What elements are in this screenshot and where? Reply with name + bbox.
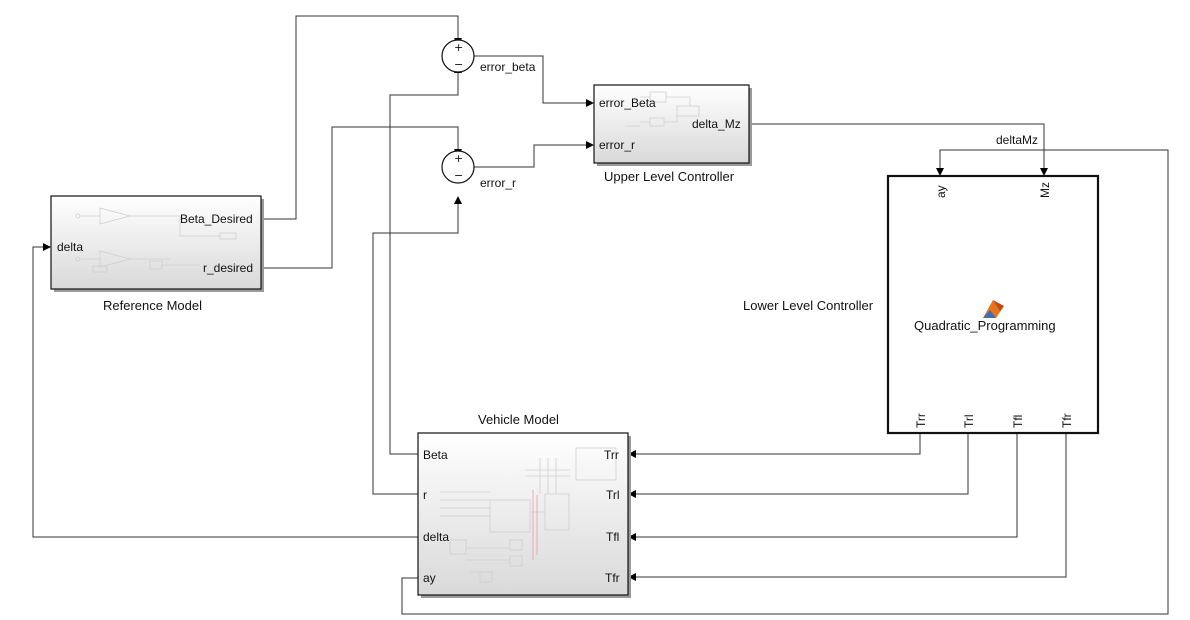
lower-controller-port-ay: ay <box>934 185 948 198</box>
reference-model-port-delta: delta <box>57 240 83 254</box>
lower-level-controller-block[interactable]: ay Mz Quadratic_Programming Trr Trl Tfl … <box>886 174 1100 435</box>
wire-beta-desired[interactable] <box>262 15 459 220</box>
vehicle-model-port-tfr: Tfr <box>605 571 620 585</box>
reference-model-port-r-desired: r_desired <box>203 261 253 275</box>
vehicle-model-port-beta: Beta <box>423 448 448 462</box>
vehicle-model-port-delta: delta <box>423 530 449 544</box>
upper-controller-internal-preview <box>626 91 700 127</box>
wire-error-r[interactable] <box>474 144 586 168</box>
lower-controller-port-tfl: Tfl <box>1011 415 1025 428</box>
wire-vehicle-delta[interactable] <box>32 246 418 538</box>
lower-controller-port-trr: Trr <box>914 413 928 428</box>
matlab-logo-icon <box>983 300 1004 318</box>
wire-tfr[interactable] <box>636 433 1067 578</box>
lower-controller-port-mz: Mz <box>1038 182 1052 198</box>
wire-delta-mz[interactable] <box>752 123 1045 168</box>
reference-model-port-beta-desired: Beta_Desired <box>180 212 253 226</box>
wire-tfl[interactable] <box>636 433 1018 538</box>
wire-trl[interactable] <box>636 433 969 495</box>
wire-r-desired[interactable] <box>262 126 459 269</box>
reference-model-title: Reference Model <box>103 298 202 313</box>
lower-controller-function-name: Quadratic_Programming <box>914 318 1056 333</box>
vehicle-model-port-ay: ay <box>423 571 436 585</box>
vehicle-model-block[interactable]: Beta r delta ay Trr Trl Tfl Tfr <box>417 432 631 598</box>
sum-beta-plus: + <box>454 41 463 54</box>
sum-beta-minus: − <box>454 58 463 71</box>
sum-r-minus: − <box>454 169 463 182</box>
reference-model-internal-preview <box>75 207 237 273</box>
wire-vehicle-r[interactable] <box>372 204 459 495</box>
upper-controller-port-delta-mz: delta_Mz <box>692 117 741 131</box>
vehicle-model-port-r: r <box>423 488 427 502</box>
lower-controller-port-tfr: Tfr <box>1060 413 1074 428</box>
signal-label-delta-mz: deltaMz <box>996 133 1038 147</box>
upper-controller-port-error-r: error_r <box>599 138 635 152</box>
sum-block-beta[interactable]: + − <box>441 39 475 73</box>
vehicle-model-internal-preview <box>440 447 617 583</box>
signal-label-error-beta: error_beta <box>480 60 536 74</box>
reference-model-block[interactable]: delta Beta_Desired r_desired <box>50 195 264 292</box>
lower-controller-title: Lower Level Controller <box>743 298 874 313</box>
upper-controller-port-error-beta: error_Beta <box>599 96 656 110</box>
wire-vehicle-ay[interactable] <box>401 149 1169 615</box>
signal-label-error-r: error_r <box>480 176 516 190</box>
wire-trr[interactable] <box>636 433 921 455</box>
upper-controller-title: Upper Level Controller <box>604 169 735 184</box>
vehicle-model-port-trl: Trl <box>606 488 620 502</box>
wire-error-beta[interactable] <box>474 55 586 104</box>
vehicle-model-title: Vehicle Model <box>478 412 559 427</box>
sum-block-r[interactable]: + − <box>441 150 475 184</box>
upper-level-controller-block[interactable]: error_Beta error_r delta_Mz <box>593 84 752 166</box>
lower-controller-port-trl: Trl <box>962 414 976 428</box>
vehicle-model-port-trr: Trr <box>604 448 619 462</box>
vehicle-model-port-tfl: Tfl <box>606 530 619 544</box>
wire-vehicle-beta[interactable] <box>389 73 459 455</box>
sum-r-plus: + <box>454 152 463 165</box>
